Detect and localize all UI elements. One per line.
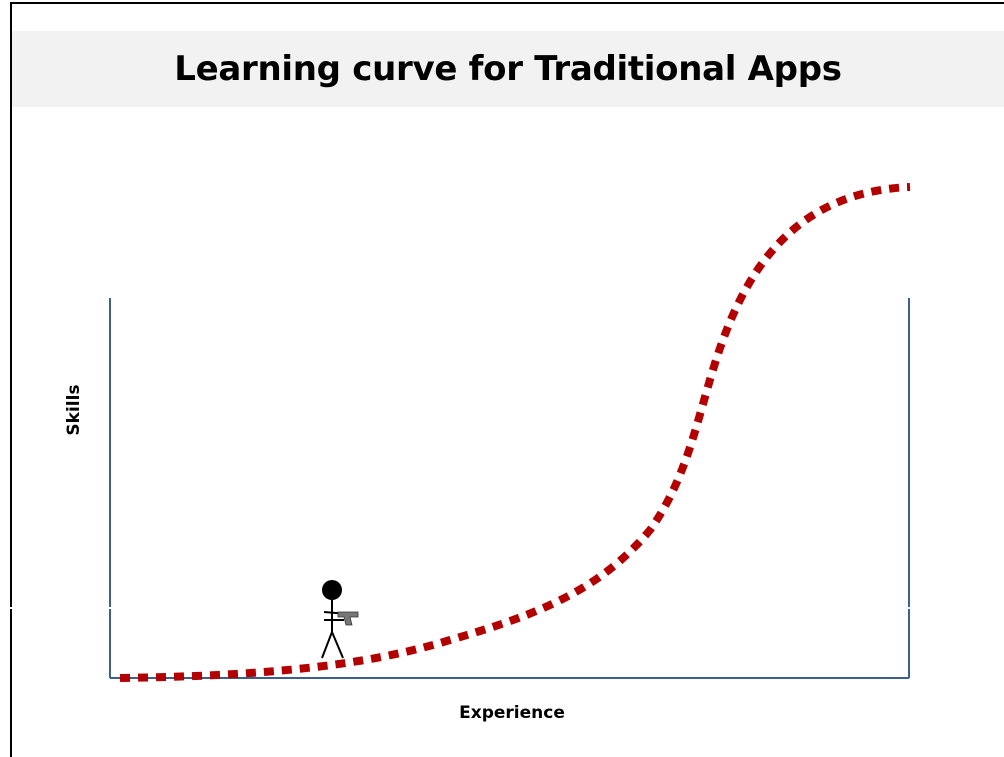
learning-curve-line xyxy=(119,183,911,682)
slide-border-top xyxy=(10,2,1004,4)
slide-border-left xyxy=(10,2,12,757)
y-axis-label: Skills xyxy=(64,384,84,436)
x-axis-label: Experience xyxy=(459,703,565,723)
title-bar xyxy=(12,31,1004,107)
stick-figure-with-gun-icon xyxy=(321,580,359,659)
slide-title: Learning curve for Traditional Apps xyxy=(174,49,842,89)
